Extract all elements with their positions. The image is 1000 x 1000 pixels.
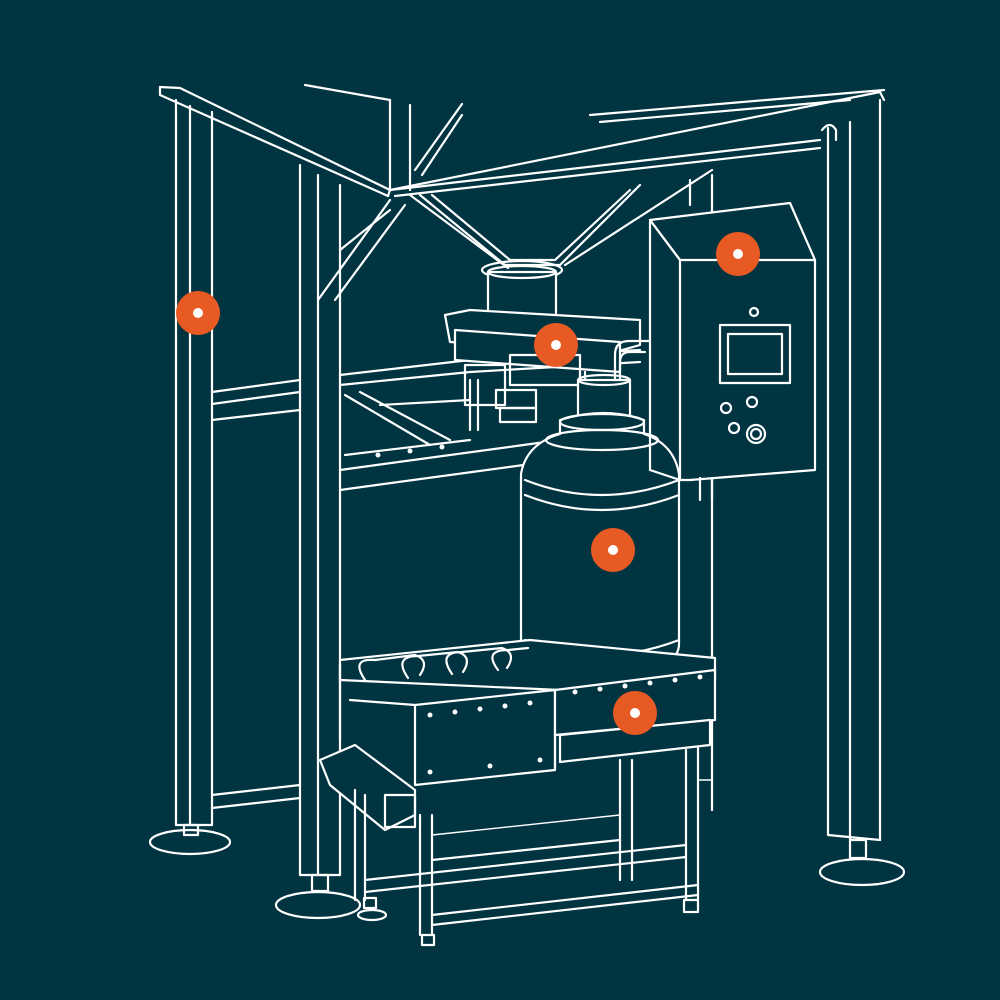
roller-conveyor xyxy=(338,638,717,787)
hopper-funnel xyxy=(408,168,714,326)
control-panel xyxy=(648,201,817,502)
hotspot-frame-column[interactable] xyxy=(176,291,220,335)
left-rear-column xyxy=(148,98,302,856)
hotspot-filling-head[interactable] xyxy=(534,323,578,367)
top-frame xyxy=(158,83,886,198)
hotspot-container[interactable] xyxy=(591,528,635,572)
hotspot-conveyor-scale[interactable] xyxy=(613,691,657,735)
lower-table xyxy=(318,743,713,947)
container-drum xyxy=(519,373,681,676)
hotspot-control-panel[interactable] xyxy=(716,232,760,276)
